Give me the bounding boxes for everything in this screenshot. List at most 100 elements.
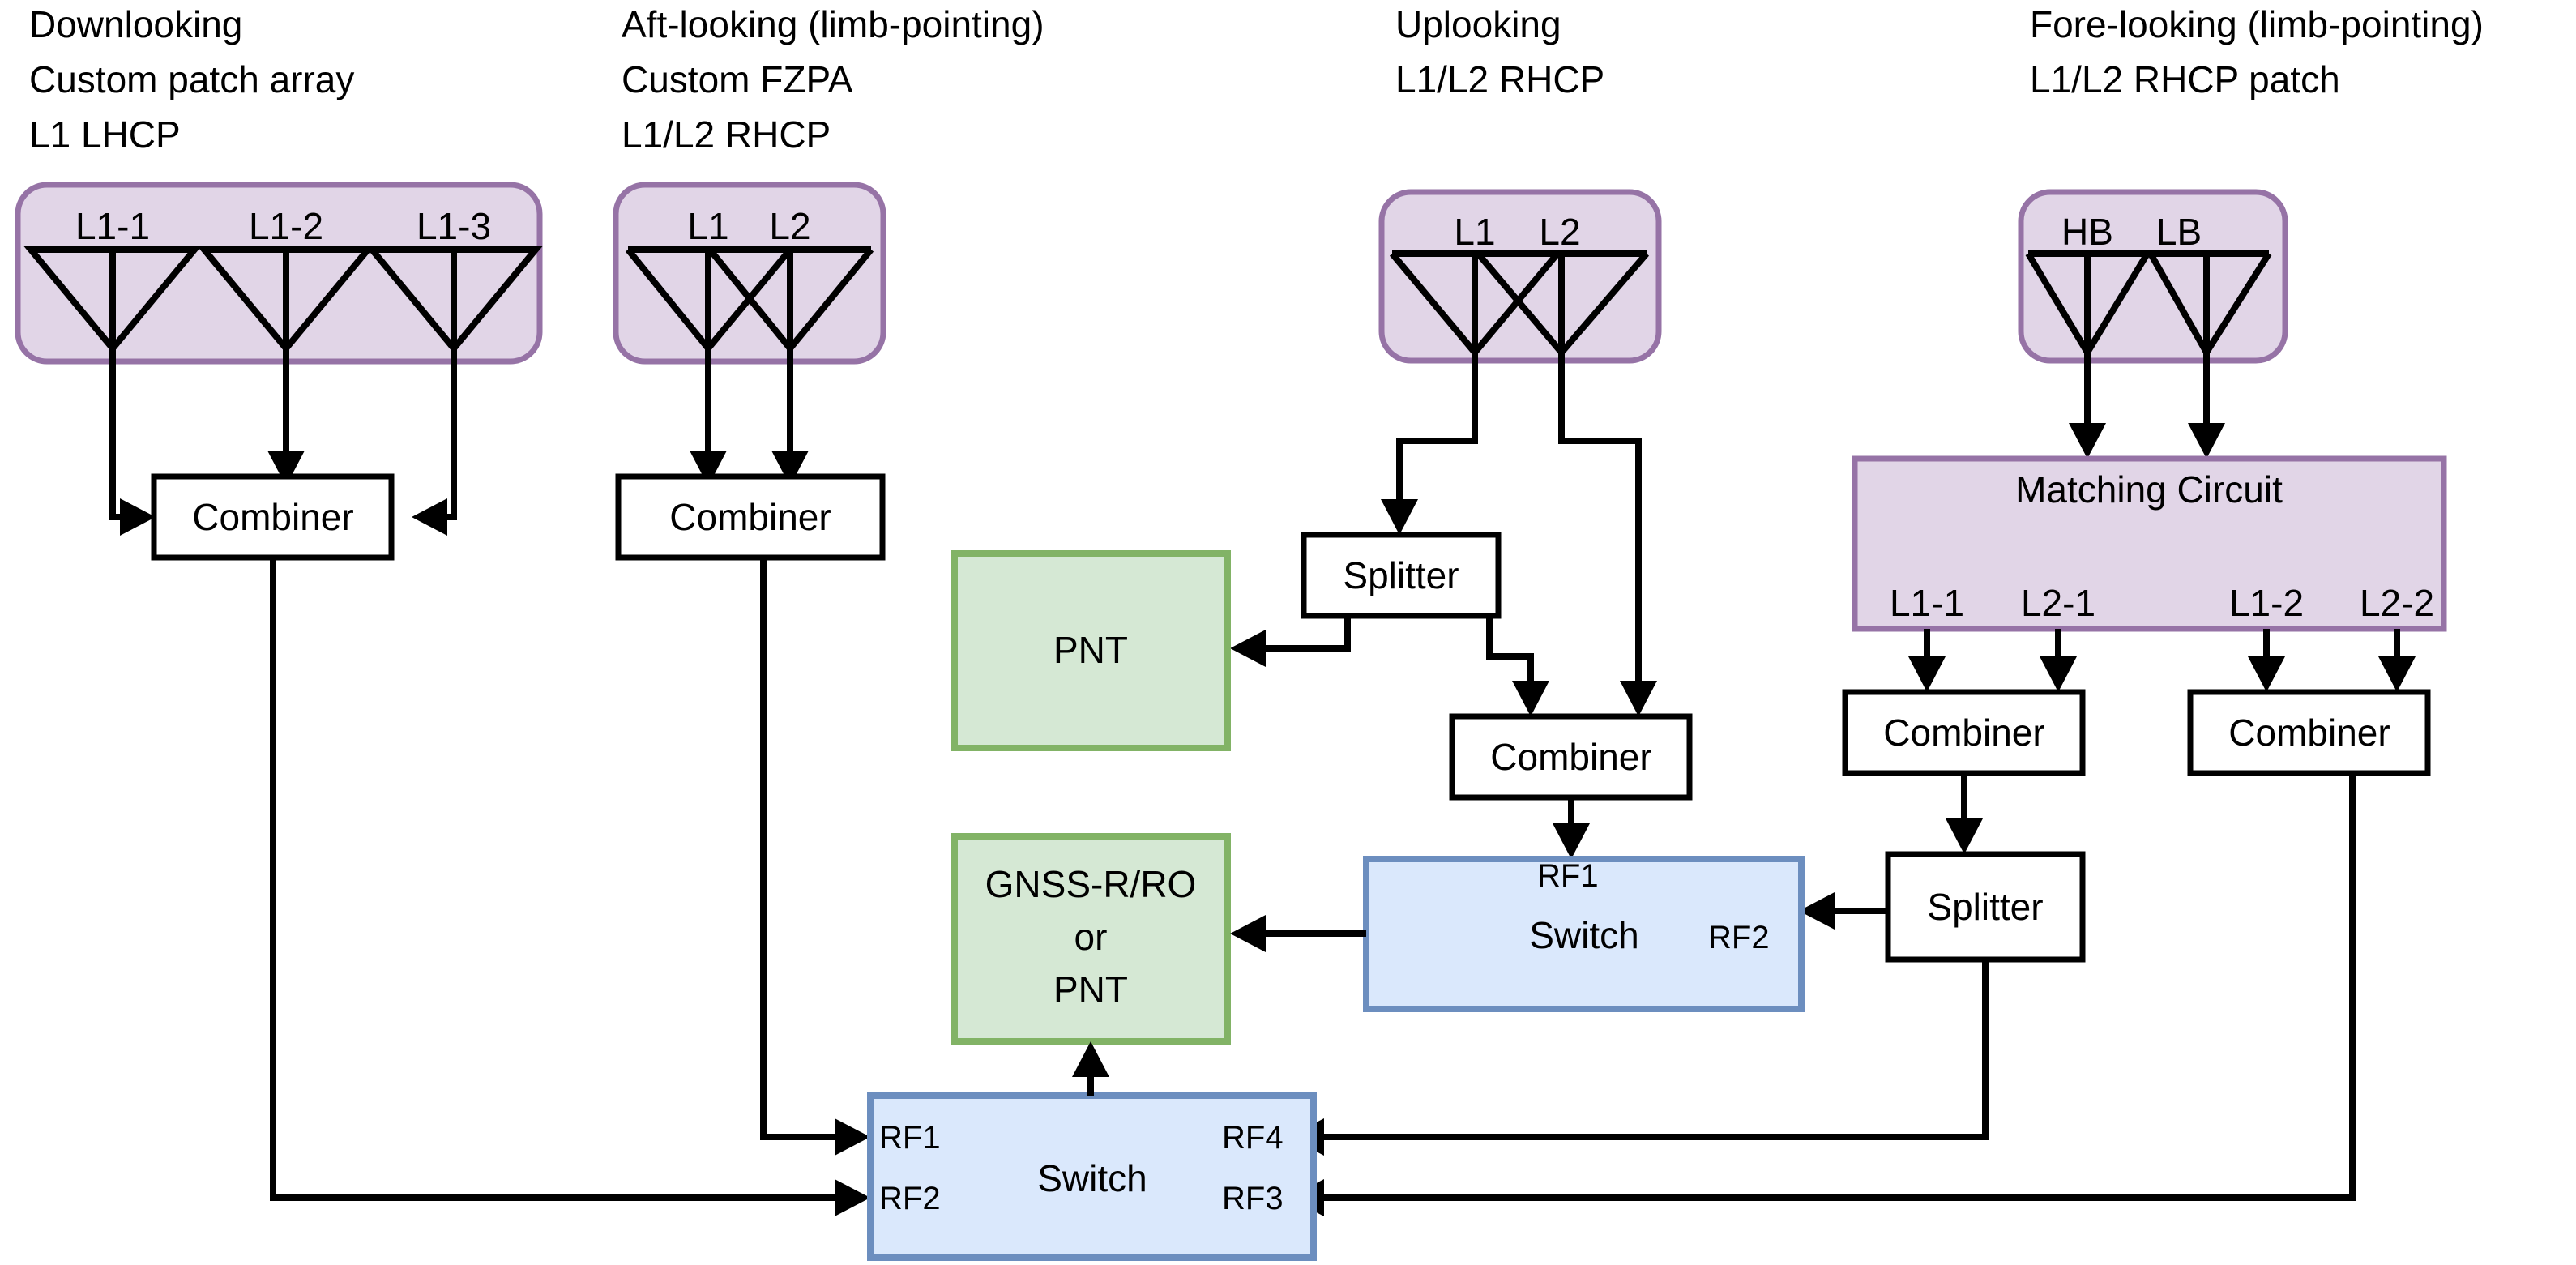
antenna-icon-aft-dual [625,246,874,454]
combiner-downlooking-label: Combiner [192,496,353,538]
arrowhead-matching-hb [2069,423,2106,459]
antenna-icon-l1-3 [365,246,543,485]
group-downlooking: Downlooking Custom patch array L1 LHCP L… [15,3,870,1216]
arrowhead-splitter-uplooking [1381,499,1418,535]
matching-port-l1-2: L1-2 [2229,582,2304,624]
switch-lower-group: RF1 RF2 Switch RF4 RF3 [867,1041,1317,1261]
wire-splitter-fore-to-switch-rf4 [1313,959,1989,1140]
antenna-icon-l1-1 [23,246,202,485]
matching-port-l1-1: L1-1 [1890,582,1964,624]
switch-upper[interactable] [1363,856,1805,1012]
group-uplooking-title-line-1: Uplooking [1395,3,1561,45]
antenna-group-panel-downlooking [15,182,543,365]
arrowhead-aft-l1-combiner [690,451,727,486]
arrowhead-fore-right-combiner-in1 [2248,656,2285,692]
combiner-fore-right[interactable] [2187,689,2431,776]
matching-port-l2-1: L2-1 [2021,582,2095,624]
switch-lower[interactable] [867,1092,1317,1261]
group-fore-title-line-2: L1/L2 RHCP patch [2030,58,2340,100]
antenna-label-l1-3: L1-3 [417,205,491,247]
switch-upper-port-rf2: RF2 [1708,920,1770,955]
arrowhead-switch-upper-rf2 [1799,892,1835,930]
switch-upper-port-rf1: RF1 [1537,858,1599,894]
arrowhead-combiner-uplooking-right [1620,681,1657,716]
wire-combiner-fore-right-to-switch-rf3 [1313,773,2356,1201]
combiner-fore-left-label: Combiner [1883,712,2044,754]
receiver-pnt[interactable] [951,550,1231,751]
group-fore-looking: Fore-looking (limb-pointing) L1/L2 RHCP … [1288,3,2484,1216]
combiner-aft-label: Combiner [669,496,831,538]
group-aft-title-line-1: Aft-looking (limb-pointing) [622,3,1044,45]
antenna-icon-l1-2 [197,246,375,454]
combiner-aft[interactable] [615,473,886,561]
combiner-fore-left[interactable] [1842,689,2086,776]
group-aft-looking: Aft-looking (limb-pointing) Custom FZPA … [613,3,1044,1156]
group-aft-title-line-3: L1/L2 RHCP [622,113,831,156]
wire-splitter-to-pnt [1254,616,1351,652]
arrowhead-splitter-fore [1946,818,1983,854]
antenna-label-aft-l2: L2 [769,205,810,247]
antenna-label-l1-1: L1-1 [75,205,150,247]
switch-upper-group: RF1 Switch RF2 [1230,856,1805,1012]
arrowhead-switch-rf1 [835,1118,870,1156]
arrowhead-l1-1-combiner [120,498,156,536]
arrowhead-matching-lb [2188,423,2225,459]
wire-combiner-downlooking-to-switch-rf2 [270,558,846,1201]
antenna-label-up-l1: L1 [1454,211,1495,253]
arrowhead-fore-left-combiner-in1 [1908,656,1946,692]
group-aft-title-line-2: Custom FZPA [622,58,853,100]
group-downlooking-title-line-2: Custom patch array [29,58,354,100]
arrowhead-pnt [1230,630,1266,667]
antenna-label-up-l2: L2 [1539,211,1580,253]
splitter-uplooking-label: Splitter [1343,554,1459,596]
splitter-fore-label: Splitter [1927,886,2043,928]
receiver-gnss-line-1: GNSS-R/RO [985,863,1197,905]
matching-circuit[interactable] [1852,455,2447,632]
matching-circuit-label: Matching Circuit [2015,468,2283,511]
receiver-pnt-group: PNT [951,550,1231,751]
arrowhead-gnss-in [1230,915,1266,952]
wire-combiner-aft-to-switch-rf1 [760,558,846,1140]
antenna-group-panel-fore [2018,189,2288,364]
antenna-label-lb: LB [2156,211,2202,253]
antenna-label-aft-l1: L1 [687,205,728,247]
arrowhead-switch-rf2 [835,1179,870,1216]
receiver-gnss-group: GNSS-R/RO or PNT [951,833,1231,1045]
switch-lower-port-rf1: RF1 [879,1120,941,1156]
receiver-gnss-line-3: PNT [1053,968,1128,1011]
group-uplooking-title-line-2: L1/L2 RHCP [1395,58,1604,100]
group-fore-title-line-1: Fore-looking (limb-pointing) [2030,3,2484,45]
switch-upper-label: Switch [1529,914,1638,956]
group-downlooking-title-line-1: Downlooking [29,3,242,45]
switch-lower-port-rf2: RF2 [879,1181,941,1216]
wire-up-l2-to-combiner [1558,405,1642,692]
receiver-pnt-label: PNT [1053,629,1128,671]
group-uplooking: Uplooking L1/L2 RHCP L1 L2 Splitter Comb… [1230,3,1693,859]
switch-lower-port-rf4: RF4 [1222,1120,1284,1156]
antenna-label-l1-2: L1-2 [249,205,323,247]
matching-port-l2-2: L2-2 [2360,582,2434,624]
arrowhead-combiner-uplooking-left [1512,681,1549,716]
arrowhead-switch-upper-rf1 [1553,823,1590,859]
arrowhead-fore-right-combiner-in2 [2378,656,2416,692]
combiner-uplooking-label: Combiner [1490,736,1651,778]
wire-up-l1-to-splitter [1396,405,1478,511]
group-downlooking-title-line-3: L1 LHCP [29,113,181,156]
arrowhead-fore-left-combiner-in2 [2040,656,2077,692]
splitter-uplooking[interactable] [1301,532,1502,619]
receiver-gnss-line-2: or [1074,916,1108,958]
arrowhead-l1-2-combiner [267,451,305,486]
switch-lower-port-rf3: RF3 [1222,1181,1284,1216]
splitter-fore[interactable] [1885,851,2086,963]
arrowhead-l1-3-combiner [412,498,447,536]
antenna-group-panel-aft [613,182,886,365]
wire-splitter-to-combiner [1486,616,1534,692]
antenna-group-panel-uplooking [1378,189,1662,364]
arrowhead-gnss-bottom-in [1072,1041,1109,1077]
antenna-icon-fore-dual [2025,250,2272,434]
receiver-gnss[interactable] [951,833,1231,1045]
arrowhead-aft-l2-combiner [771,451,809,486]
antenna-icon-uplooking-dual [1389,250,1650,405]
combiner-fore-right-label: Combiner [2228,712,2390,754]
